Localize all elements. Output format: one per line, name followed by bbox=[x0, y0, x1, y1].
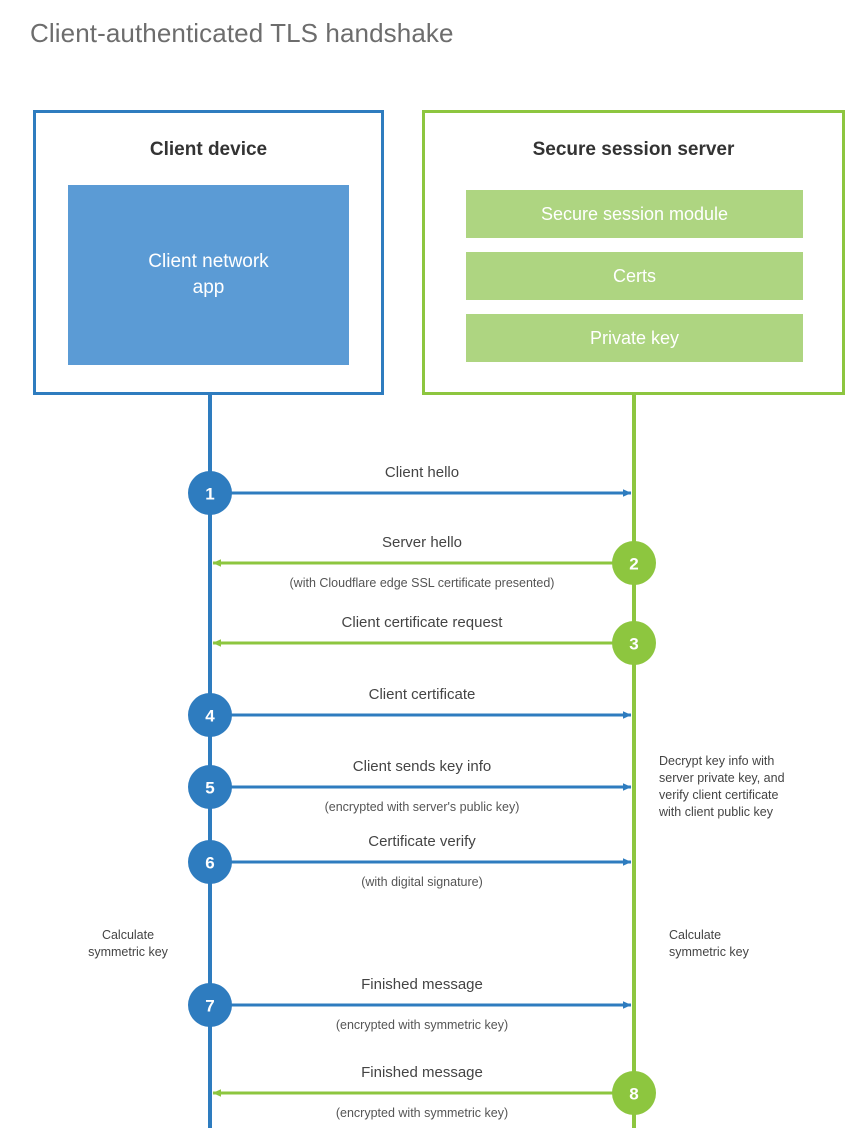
note-line: symmetric key bbox=[88, 945, 169, 959]
message-sublabel-8: (encrypted with symmetric key) bbox=[336, 1106, 508, 1120]
server-calc-note: Calculate symmetric key bbox=[669, 928, 750, 959]
secure-session-server-box: Secure session server Secure session mod… bbox=[422, 110, 845, 395]
server-module-private-key: Private key bbox=[466, 314, 803, 362]
message-sublabel-5: (encrypted with server's public key) bbox=[325, 800, 520, 814]
step-circle-bg bbox=[188, 765, 232, 809]
note-line: server private key, and bbox=[659, 771, 785, 785]
note-line: verify client certificate bbox=[659, 788, 779, 802]
message-label-3: Client certificate request bbox=[342, 614, 504, 631]
server-decrypt-note: Decrypt key info with server private key,… bbox=[658, 754, 785, 819]
step-circle-6[interactable]: 6 bbox=[188, 840, 232, 884]
step-circle-bg bbox=[188, 983, 232, 1027]
step-circle-7[interactable]: 7 bbox=[188, 983, 232, 1027]
server-module-certs: Certs bbox=[466, 252, 803, 300]
step-circle-bg bbox=[188, 840, 232, 884]
step-circle-1[interactable]: 1 bbox=[188, 471, 232, 515]
server-module-label: Certs bbox=[612, 265, 656, 286]
server-module-label: Secure session module bbox=[540, 203, 729, 224]
message-label-4: Client certificate bbox=[369, 686, 476, 703]
client-calc-note: Calculate symmetric key bbox=[88, 928, 169, 959]
message-sublabel-7: (encrypted with symmetric key) bbox=[336, 1018, 508, 1032]
server-module-secure-session-module: Secure session module bbox=[466, 190, 803, 238]
step-circle-5[interactable]: 5 bbox=[188, 765, 232, 809]
page-title: Client-authenticated TLS handshake bbox=[30, 18, 454, 48]
message-label-5: Client sends key info bbox=[353, 758, 491, 775]
note-line: Calculate bbox=[102, 928, 154, 942]
note-line: Calculate bbox=[669, 928, 721, 942]
message-label-1: Client hello bbox=[385, 464, 459, 481]
message-label-8: Finished message bbox=[361, 1064, 483, 1081]
step-circle-3[interactable]: 3 bbox=[612, 621, 656, 665]
step-number-label: 3 bbox=[629, 635, 638, 654]
step-number-label: 6 bbox=[205, 854, 214, 873]
step-circle-bg bbox=[188, 471, 232, 515]
note-line: symmetric key bbox=[669, 945, 750, 959]
step-number-label: 5 bbox=[205, 779, 214, 798]
message-sublabel-2: (with Cloudflare edge SSL certificate pr… bbox=[290, 576, 555, 590]
step-circle-bg bbox=[612, 621, 656, 665]
server-module-label: Private key bbox=[589, 327, 680, 348]
step-number-label: 7 bbox=[205, 997, 214, 1016]
step-circle-2[interactable]: 2 bbox=[612, 541, 656, 585]
step-circle-bg bbox=[612, 1071, 656, 1115]
notes-layer: Decrypt key info with server private key,… bbox=[88, 754, 785, 959]
step-number-label: 4 bbox=[205, 707, 215, 726]
step-number-label: 2 bbox=[629, 555, 638, 574]
message-label-6: Certificate verify bbox=[368, 833, 476, 850]
secure-session-server-title: Secure session server bbox=[532, 139, 735, 160]
note-line: with client public key bbox=[658, 805, 774, 819]
message-sublabel-6: (with digital signature) bbox=[361, 875, 483, 889]
step-circle-8[interactable]: 8 bbox=[612, 1071, 656, 1115]
note-line: Decrypt key info with bbox=[659, 754, 774, 768]
step-circle-bg bbox=[612, 541, 656, 585]
client-device-title: Client device bbox=[149, 139, 268, 160]
step-number-label: 8 bbox=[629, 1085, 638, 1104]
step-circle-4[interactable]: 4 bbox=[188, 693, 232, 737]
message-label-7: Finished message bbox=[361, 976, 483, 993]
message-label-2: Server hello bbox=[382, 534, 462, 551]
step-circle-bg bbox=[188, 693, 232, 737]
step-number-label: 1 bbox=[205, 485, 214, 504]
step-circles-layer: 1 2 3 4 5 6 7 8 bbox=[188, 471, 656, 1115]
